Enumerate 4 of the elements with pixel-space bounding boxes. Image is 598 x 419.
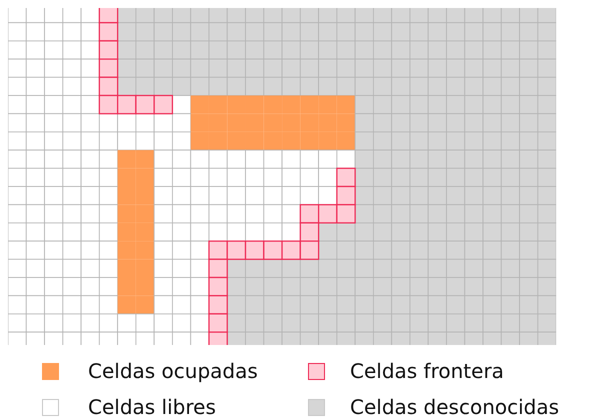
legend-label: Celdas libres [88, 395, 216, 419]
legend-label: Celdas ocupadas [88, 359, 258, 383]
legend-label: Celdas desconocidas [350, 395, 560, 419]
legend-label: Celdas frontera [350, 359, 504, 383]
